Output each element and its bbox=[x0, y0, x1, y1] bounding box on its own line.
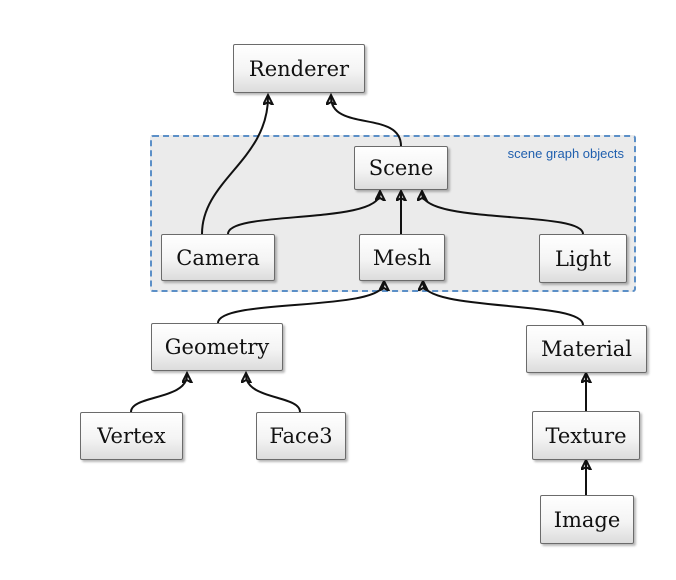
geometry-node: Geometry bbox=[151, 323, 283, 371]
edge-geometry-to-mesh bbox=[217, 283, 384, 324]
material-node: Material bbox=[526, 325, 647, 373]
renderer-node: Renderer bbox=[233, 44, 365, 93]
edge-scene-to-renderer bbox=[331, 97, 402, 147]
scene-node: Scene bbox=[354, 146, 448, 190]
group-label: scene graph objects bbox=[507, 146, 624, 161]
texture-node: Texture bbox=[532, 411, 640, 460]
edge-face3-to-geometry bbox=[246, 375, 301, 413]
edge-light-to-scene bbox=[422, 193, 584, 235]
light-node: Light bbox=[539, 234, 627, 283]
face3-node: Face3 bbox=[256, 412, 346, 460]
edge-camera-to-scene bbox=[227, 193, 380, 235]
mesh-node: Mesh bbox=[359, 234, 445, 281]
edge-material-to-mesh bbox=[423, 283, 584, 326]
edge-vertex-to-geometry bbox=[130, 375, 187, 413]
vertex-node: Vertex bbox=[80, 412, 183, 460]
edge-camera-to-renderer bbox=[201, 97, 268, 235]
image-node: Image bbox=[540, 495, 634, 544]
camera-node: Camera bbox=[161, 234, 275, 281]
